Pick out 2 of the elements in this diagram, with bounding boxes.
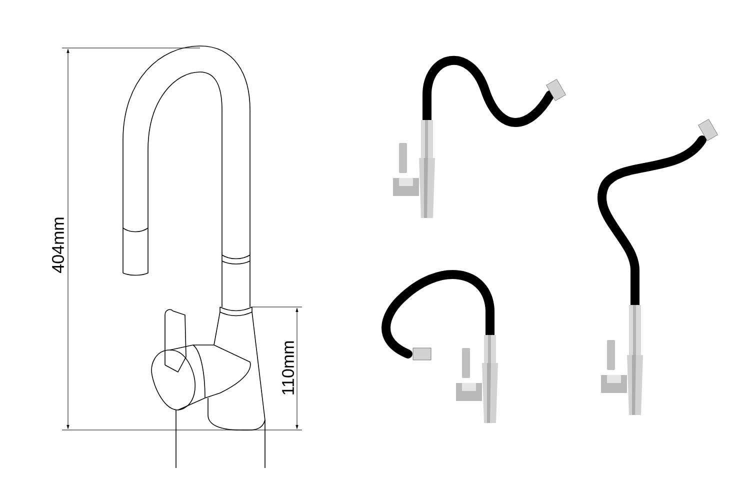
dimension-label: 110mm <box>282 341 294 394</box>
dimension-label: 404mm <box>52 218 64 273</box>
